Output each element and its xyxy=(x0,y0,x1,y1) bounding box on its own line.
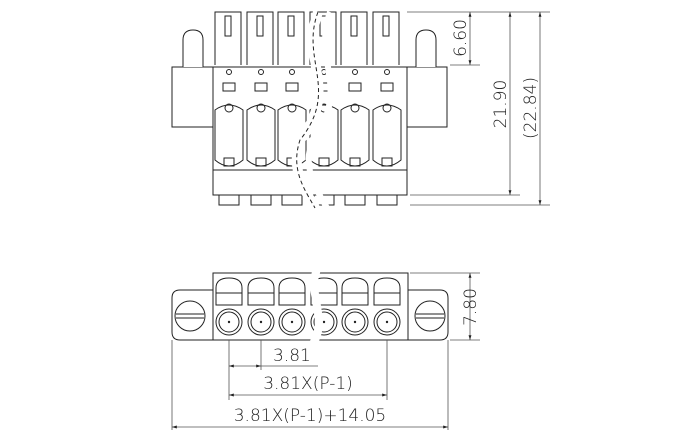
wire-entry xyxy=(214,104,244,167)
pin-circle-inner xyxy=(376,311,398,333)
front-view xyxy=(171,10,448,211)
top-tab xyxy=(372,11,400,65)
top-tab xyxy=(214,11,242,65)
pin-center xyxy=(290,320,294,324)
pin-center xyxy=(385,320,389,324)
tab-slot xyxy=(287,15,295,37)
release-hole xyxy=(350,103,360,113)
latch xyxy=(278,277,306,306)
left-ear xyxy=(171,289,214,341)
hole xyxy=(258,69,264,75)
contact-window xyxy=(349,157,361,167)
dim-overall-length: 3.81X(P-1)+14.05 xyxy=(234,406,387,426)
latch-window xyxy=(222,82,236,92)
hole xyxy=(289,69,295,75)
pin-foot xyxy=(344,194,366,206)
pin-center xyxy=(322,320,326,324)
pin-circle-outer xyxy=(215,308,243,336)
hole xyxy=(352,69,358,75)
wire-entry xyxy=(372,104,402,167)
dim-bottom-height: 7.80 xyxy=(461,288,481,326)
tab-slot xyxy=(350,15,358,37)
latch-window xyxy=(380,82,394,92)
tab-slot xyxy=(382,15,390,37)
latch xyxy=(341,277,369,306)
right-flange xyxy=(404,66,448,128)
left-flange xyxy=(171,66,214,128)
top-tab xyxy=(277,11,305,65)
pin-circle-inner xyxy=(218,311,240,333)
left-screw xyxy=(174,300,206,332)
pin-circle-inner xyxy=(313,311,335,333)
contact-window xyxy=(223,157,235,167)
tab-slot xyxy=(256,15,264,37)
contact-window xyxy=(255,157,267,167)
dim-pitch-span: 3.81X(P-1) xyxy=(263,374,353,394)
pin-center xyxy=(353,320,357,324)
release-hole xyxy=(224,103,234,113)
top-tab xyxy=(340,11,368,65)
front-dimensions: 6.60 21.90 (22.84) xyxy=(407,11,550,206)
top-tab xyxy=(246,11,274,65)
pin-circle-inner xyxy=(344,311,366,333)
pin-foot xyxy=(218,194,240,206)
hole xyxy=(226,69,232,75)
release-hole xyxy=(287,103,297,113)
dim-pitch: 3.81 xyxy=(273,346,311,366)
latch xyxy=(247,277,275,306)
release-hole xyxy=(256,103,266,113)
pin-foot xyxy=(281,194,303,206)
pin-circle-inner xyxy=(281,311,303,333)
pin-center xyxy=(227,320,231,324)
latch xyxy=(215,277,243,306)
left-post xyxy=(182,29,204,67)
wire-entry xyxy=(340,104,370,167)
pin-circle-inner xyxy=(250,311,272,333)
pin-circle-outer xyxy=(247,308,275,336)
right-post xyxy=(415,29,437,67)
right-screw xyxy=(414,300,446,332)
release-hole xyxy=(382,103,392,113)
pin-circle-outer xyxy=(278,308,306,336)
pin-circle-outer xyxy=(373,308,401,336)
pin-circle-outer xyxy=(310,308,338,336)
bottom-dimensions: 7.80 3.81 3.81X(P-1) 3.81X(P-1)+14.05 xyxy=(171,272,481,430)
pin-circle-outer xyxy=(341,308,369,336)
contact-window xyxy=(318,157,330,167)
contact-window xyxy=(381,157,393,167)
bottom-view xyxy=(171,265,449,348)
dim-overall-height: (22.84) xyxy=(521,77,541,139)
dim-top-tab: 6.60 xyxy=(451,19,471,57)
wire-entry xyxy=(246,104,276,167)
pin-foot xyxy=(250,194,272,206)
latch-window xyxy=(285,82,299,92)
dim-body-height: 21.90 xyxy=(491,80,511,129)
right-ear xyxy=(407,289,449,341)
latch xyxy=(373,277,401,306)
latch-window xyxy=(254,82,268,92)
hole xyxy=(384,69,390,75)
pin-center xyxy=(259,320,263,324)
pin-foot xyxy=(376,194,398,206)
tab-slot xyxy=(224,15,232,37)
latch-window xyxy=(348,82,362,92)
